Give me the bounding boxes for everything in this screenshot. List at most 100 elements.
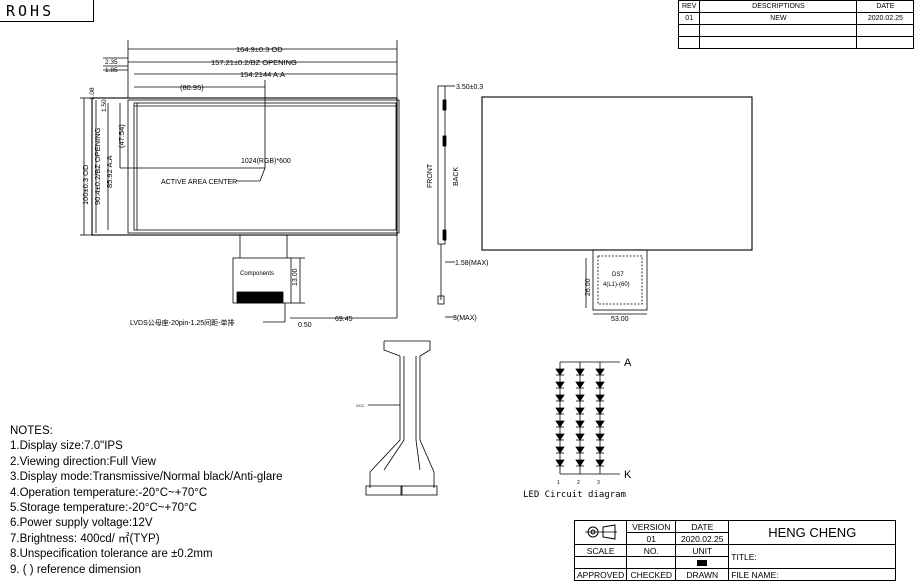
led-diode-icon [575, 446, 585, 454]
note-item: 6.Power supply voltage:12V [10, 517, 153, 530]
note-item: 8.Unspecification tolerance are ±0.2mm [10, 548, 213, 561]
rohs-mark: ROHS [0, 0, 94, 22]
scale-label: SCALE [573, 544, 628, 557]
back-fpc-text-1: DS7 [612, 272, 624, 278]
unit-value [675, 556, 730, 569]
dim-center-x: (80.95) [180, 83, 204, 92]
led-diode-icon [555, 459, 565, 467]
file-name-label: FILE NAME: [728, 568, 897, 581]
led-string-2: 2 [577, 480, 580, 486]
side-thickness: 3.50±0.3 [456, 84, 483, 91]
dim-fpc-height: 13.00 [292, 268, 299, 286]
notes-title: NOTES: [10, 425, 53, 437]
revision-table: REV DESCRIPTIONS DATE 01 NEW 2020.02.25 [677, 0, 915, 49]
side-profile [437, 85, 446, 245]
cable-label: VCC [356, 403, 365, 408]
led-diode-icon [595, 459, 605, 467]
unit-label: UNIT [675, 544, 730, 557]
components-label: Components [240, 271, 274, 277]
led-diode-icon [595, 381, 605, 389]
note-item: 4.Operation temperature:-20°C~+70°C [10, 486, 208, 499]
led-circuit [555, 361, 620, 475]
led-cathode-label: K [624, 469, 632, 481]
led-diode-icon [575, 420, 585, 428]
lvds-connector-label: LVDS公母座-20pin-1.25间距-单排 [130, 318, 235, 327]
side-fpc-max: 1.58(MAX) [455, 260, 488, 267]
bezel-opening [127, 99, 400, 234]
dim-aa-height: 85.92 A.A [105, 155, 114, 188]
front-label: FRONT [427, 163, 434, 188]
checked-label: CHECKED [626, 568, 677, 581]
led-diode-icon [575, 381, 585, 389]
note-item: 5.Storage temperature:-20°C~+70°C [10, 502, 197, 515]
led-circuit-caption: LED Circuit diagram [523, 490, 626, 500]
back-dim-width: 53.00 [611, 316, 629, 323]
dim-center-y: (47.54) [117, 124, 126, 148]
led-diode-icon [555, 420, 565, 428]
note-item: 1.Display size:7.0"IPS [10, 440, 123, 453]
dim-od-height: 100±0.3 OD [81, 164, 90, 205]
led-diode-icon [575, 368, 585, 376]
led-diode-icon [575, 394, 585, 402]
led-string-3: 3 [597, 480, 600, 486]
led-string-1: 1 [557, 480, 560, 486]
dim-left-4: 1.08 [89, 87, 96, 100]
active-area-center-label: ACTIVE AREA CENTER [161, 179, 237, 186]
projection-symbol [573, 520, 628, 545]
led-diode-icon [595, 394, 605, 402]
led-diode-icon [555, 394, 565, 402]
resolution-label: 1024(RGB)*600 [241, 158, 291, 165]
back-fpc [592, 249, 648, 311]
led-diode-icon [575, 433, 585, 441]
led-diode-icon [595, 368, 605, 376]
led-diode-icon [555, 407, 565, 415]
note-item: 9. ( ) reference dimension [10, 563, 142, 576]
dim-bz-height: 90.4±0.2/BZ OPENING [93, 127, 102, 205]
approved-label: APPROVED [573, 568, 628, 581]
led-diode-icon [595, 433, 605, 441]
side-conn-max: 3(MAX) [453, 315, 477, 322]
led-diode-icon [555, 446, 565, 454]
led-diode-icon [595, 446, 605, 454]
date-label: DATE [675, 520, 730, 533]
dim-fpc-small: 0.50 [298, 322, 312, 329]
dim-left-1: 2.35 [105, 59, 118, 66]
note-item: 3.Display mode:Transmissive/Normal black… [10, 471, 283, 484]
note-item: 2.Viewing direction:Full View [10, 455, 156, 468]
lvds-connector [236, 291, 284, 304]
panel-outline [91, 97, 398, 236]
dim-od-width: 164.9±0.3 OD [236, 45, 283, 54]
title-label: TITLE: [728, 544, 897, 569]
dim-fpc-offset: 69.45 [335, 316, 353, 323]
led-diode-icon [595, 420, 605, 428]
version-label: VERSION [626, 520, 677, 533]
back-view [481, 96, 753, 315]
dim-left-3: 1.50 [101, 99, 108, 112]
back-label: BACK [453, 167, 460, 186]
led-diode-icon [575, 407, 585, 415]
side-connector [437, 295, 445, 305]
dim-bz-width: 157.21±0.2/BZ OPENING [211, 58, 297, 67]
led-diode-icon [575, 459, 585, 467]
cable-connector-left [365, 485, 403, 496]
drawn-label: DRAWN [675, 568, 730, 581]
date-value: 2020.02.25 [675, 532, 730, 545]
led-anode-label: A [624, 357, 632, 369]
version-value: 01 [626, 532, 677, 545]
led-diode-icon [555, 433, 565, 441]
led-diode-icon [555, 381, 565, 389]
led-diode-icon [595, 407, 605, 415]
ffc-cable [365, 340, 438, 496]
company-name: HENG CHENG [728, 520, 897, 545]
back-dim-height: 26.00 [585, 278, 592, 296]
title-block: VERSION DATE HENG CHENG 01 2020.02.25 SC… [573, 520, 897, 581]
dim-aa-width: 154.2144 A.A [240, 70, 285, 79]
cable-connector-right [400, 485, 438, 496]
dim-left-2: 1.85 [105, 67, 118, 74]
led-diode-icon [555, 368, 565, 376]
front-view [80, 40, 400, 323]
no-label: NO. [626, 544, 677, 557]
side-view [437, 85, 455, 318]
back-fpc-text-2: 4(L1)-(60) [603, 282, 630, 288]
